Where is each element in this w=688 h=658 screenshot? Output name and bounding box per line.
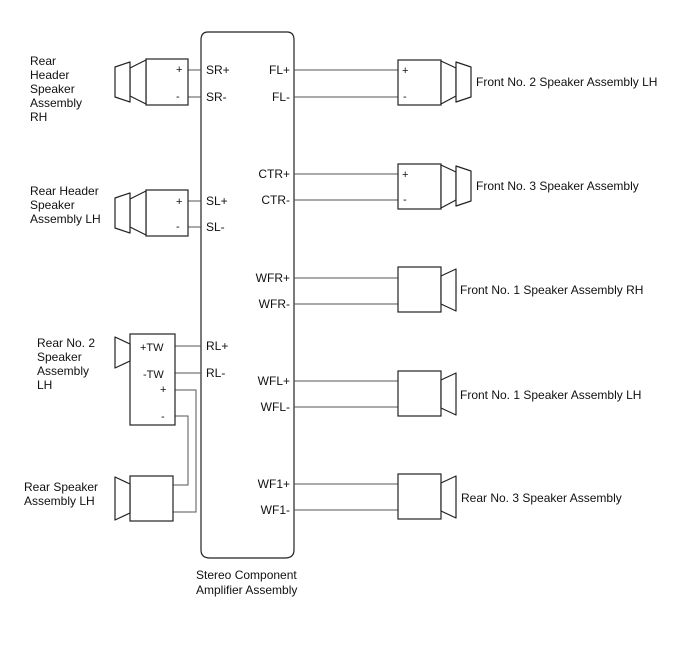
speaker-cone-icon bbox=[114, 61, 131, 103]
polarity-minus: - bbox=[403, 91, 407, 103]
pin-sl-minus: SL- bbox=[206, 220, 225, 234]
pin-rl-plus: RL+ bbox=[206, 339, 228, 353]
polarity-minus: - bbox=[403, 194, 407, 206]
pin-ctr-minus: CTR- bbox=[261, 193, 290, 207]
speaker-label: Assembly LH bbox=[24, 494, 95, 508]
speaker-rear-lh: Rear Speaker Assembly LH bbox=[24, 475, 174, 522]
speaker-rear-header-lh: + - Rear Header Speaker Assembly LH bbox=[30, 184, 189, 237]
pin-fl-plus: FL+ bbox=[269, 63, 290, 77]
polarity-plus: + bbox=[176, 64, 182, 76]
speaker-box bbox=[129, 333, 176, 426]
speaker-rear-no3: Rear No. 3 Speaker Assembly bbox=[397, 473, 622, 520]
amplifier-label-line1: Stereo Component bbox=[196, 568, 297, 582]
pin-wf1-plus: WF1+ bbox=[258, 477, 290, 491]
polarity-plus: + bbox=[176, 196, 182, 208]
speaker-cone-icon bbox=[440, 268, 457, 312]
speaker-box bbox=[129, 475, 174, 522]
polarity-tw-plus: +TW bbox=[140, 342, 164, 354]
speaker-label: Assembly bbox=[30, 96, 82, 110]
speaker-box bbox=[397, 163, 442, 210]
speaker-label: Speaker bbox=[30, 198, 75, 212]
speaker-cone-icon bbox=[455, 61, 472, 103]
polarity-minus: - bbox=[176, 91, 180, 103]
pin-wfl-plus: WFL+ bbox=[258, 374, 290, 388]
speaker-cone-icon bbox=[455, 165, 472, 207]
speaker-label: Front No. 1 Speaker Assembly LH bbox=[460, 388, 641, 402]
speaker-cone-icon bbox=[440, 372, 457, 416]
speaker-cone-icon bbox=[114, 476, 131, 521]
speaker-front-no3: + - Front No. 3 Speaker Assembly bbox=[397, 163, 639, 210]
speaker-front-no1-lh: Front No. 1 Speaker Assembly LH bbox=[397, 370, 641, 417]
speaker-label: LH bbox=[37, 378, 52, 392]
pin-wf1-minus: WF1- bbox=[261, 503, 290, 517]
speaker-rear-header-rh: + - Rear Header Speaker Assembly RH bbox=[30, 54, 189, 124]
speaker-label: Front No. 1 Speaker Assembly RH bbox=[460, 283, 643, 297]
speaker-front-no2-lh: + - Front No. 2 Speaker Assembly LH bbox=[397, 59, 657, 106]
speaker-cone-icon bbox=[440, 164, 457, 209]
left-wires bbox=[168, 69, 201, 513]
tweeter-icon bbox=[114, 336, 131, 369]
pin-sl-plus: SL+ bbox=[206, 194, 228, 208]
pin-sr-minus: SR- bbox=[206, 90, 227, 104]
polarity-plus: + bbox=[160, 384, 166, 396]
speaker-cone-icon bbox=[440, 60, 457, 105]
speaker-label: Rear No. 3 Speaker Assembly bbox=[461, 491, 622, 505]
speaker-cone-icon bbox=[129, 59, 147, 105]
speaker-box bbox=[397, 59, 442, 106]
amplifier-body bbox=[200, 31, 295, 559]
speaker-label: Rear bbox=[30, 54, 56, 68]
speaker-label: Front No. 2 Speaker Assembly LH bbox=[476, 75, 657, 89]
speaker-label: Front No. 3 Speaker Assembly bbox=[476, 179, 639, 193]
right-wires bbox=[294, 69, 398, 511]
speaker-label: Header bbox=[30, 68, 69, 82]
pin-wfl-minus: WFL- bbox=[261, 400, 290, 414]
speaker-label: Assembly bbox=[37, 364, 89, 378]
polarity-tw-minus: -TW bbox=[143, 369, 164, 381]
speaker-box bbox=[397, 370, 442, 417]
pin-ctr-plus: CTR+ bbox=[258, 167, 290, 181]
speaker-label: Assembly LH bbox=[30, 212, 101, 226]
speaker-label: Rear Speaker bbox=[24, 480, 98, 494]
speaker-front-no1-rh: Front No. 1 Speaker Assembly RH bbox=[397, 266, 643, 313]
speaker-label: Rear Header bbox=[30, 184, 99, 198]
speaker-cone-icon bbox=[129, 190, 147, 236]
speaker-rear-no2-lh: +TW -TW + - Rear No. 2 Speaker Assembly … bbox=[37, 333, 176, 426]
pin-wfr-minus: WFR- bbox=[259, 297, 290, 311]
pin-wfr-plus: WFR+ bbox=[256, 271, 290, 285]
polarity-minus: - bbox=[161, 411, 165, 423]
speaker-cone-icon bbox=[114, 192, 131, 234]
speaker-cone-icon bbox=[440, 475, 457, 519]
pin-fl-minus: FL- bbox=[272, 90, 290, 104]
polarity-plus: + bbox=[402, 65, 408, 77]
polarity-plus: + bbox=[402, 169, 408, 181]
speaker-label: Speaker bbox=[37, 350, 82, 364]
pin-sr-plus: SR+ bbox=[206, 63, 230, 77]
speaker-label: Speaker bbox=[30, 82, 75, 96]
polarity-minus: - bbox=[176, 221, 180, 233]
speaker-label: RH bbox=[30, 110, 47, 124]
speaker-box bbox=[397, 266, 442, 313]
speaker-box bbox=[397, 473, 442, 520]
amplifier-label-line2: Amplifier Assembly bbox=[196, 583, 297, 597]
speaker-label: Rear No. 2 bbox=[37, 336, 95, 350]
pin-rl-minus: RL- bbox=[206, 366, 225, 380]
